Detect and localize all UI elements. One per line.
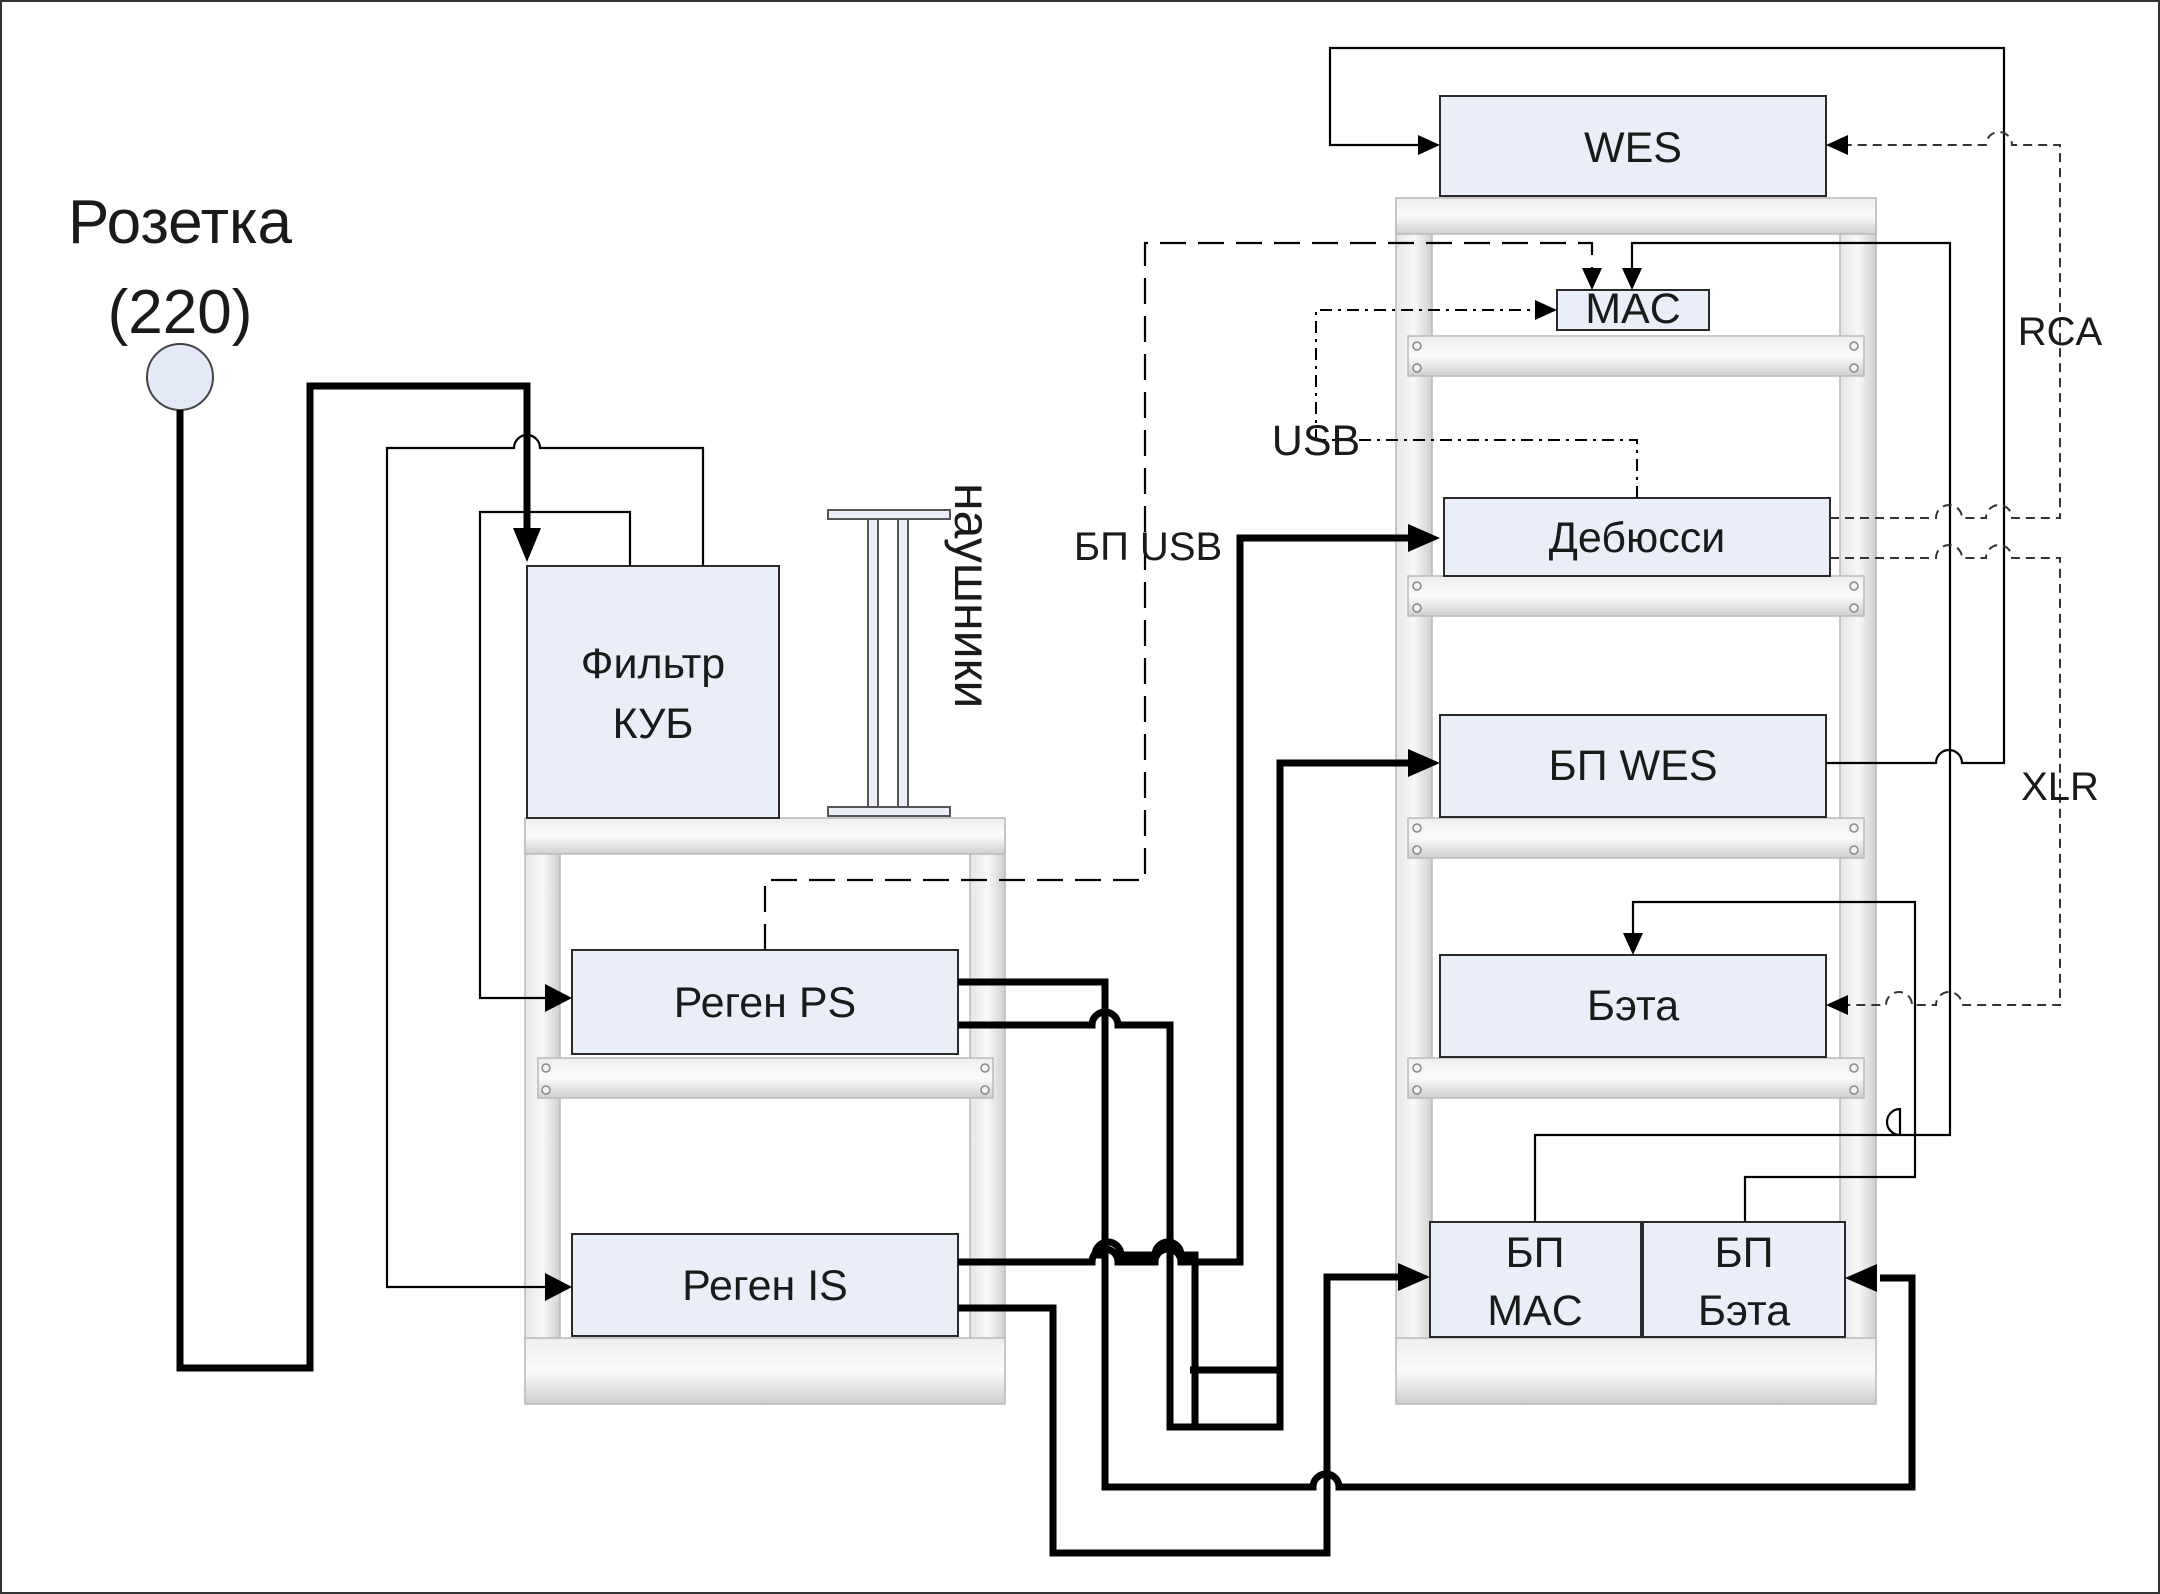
filter-out-to-regen-is xyxy=(385,433,705,1289)
wes-box xyxy=(1439,95,1827,197)
usb-data-line xyxy=(1315,309,1638,498)
beta-label: Бэта xyxy=(1587,982,1679,1030)
bp-beta-label-line2: Бэта xyxy=(1698,1287,1790,1335)
filter-label-line1: Фильтр xyxy=(581,640,725,688)
power-line-regen-ps-to-bp-beta-bottom xyxy=(1101,1255,1916,1491)
bp-mac-box xyxy=(1429,1221,1642,1338)
filter-out-to-regen-ps xyxy=(478,510,632,1000)
arrow-wes-rca xyxy=(1826,135,1848,155)
socket-icon xyxy=(146,343,214,411)
rca-line xyxy=(1830,131,2061,519)
power-line-socket-filter xyxy=(176,382,531,1372)
power-line-regen-is-to-bp-usb xyxy=(958,534,1408,1266)
socket-label-line2: (220) xyxy=(108,278,253,347)
arrow-bp-beta-in xyxy=(1845,1264,1877,1292)
beta-box xyxy=(1439,954,1827,1058)
usb-label: USB xyxy=(1272,417,1360,465)
bp-wes-label: БП WES xyxy=(1548,742,1717,790)
power-line-regen-ps-to-bp-beta xyxy=(958,759,1408,1431)
bp-wes-box xyxy=(1439,714,1827,818)
bp-beta-label-line1: БП xyxy=(1714,1229,1773,1277)
headphone-stand xyxy=(827,509,951,817)
filter-kub-box xyxy=(526,565,780,819)
bp-mac-label-line2: MAC xyxy=(1487,1287,1583,1335)
left-rack xyxy=(524,817,1006,1405)
arrow-bp-mac-in xyxy=(1398,1263,1430,1291)
arrow-bp-usb-in xyxy=(1408,524,1440,552)
debussy-label: Дебюсси xyxy=(1549,514,1725,562)
xlr-label: XLR xyxy=(2021,765,2099,809)
arrow-mac-bp xyxy=(1622,268,1642,290)
headphones-label: наушники xyxy=(944,483,1000,708)
bp-wes-to-wes-line xyxy=(1328,46,2006,765)
bp-usb-label: БП USB xyxy=(1074,525,1222,569)
arrow-filter-in xyxy=(513,528,541,562)
rca-label: RCA xyxy=(2018,310,2103,354)
mac-label: MAC xyxy=(1585,285,1681,333)
arrow-regen-is-in xyxy=(545,1273,572,1301)
usb-power-line-to-mac xyxy=(763,241,1594,950)
regen-ps-label: Реген PS xyxy=(674,979,856,1027)
regen-is-label: Реген IS xyxy=(682,1262,848,1310)
arrow-beta-xlr xyxy=(1826,995,1848,1015)
bp-beta-to-beta-line xyxy=(1631,900,1917,1222)
bp-mac-label-line1: БП xyxy=(1505,1229,1564,1277)
power-line-regen-is-to-bp-mac xyxy=(958,1273,1398,1557)
regen-ps-box xyxy=(571,949,959,1055)
arrow-mac-usb-data xyxy=(1535,300,1557,320)
arrow-beta-in xyxy=(1623,933,1643,955)
socket-label-line1: Розетка xyxy=(68,188,292,257)
arrow-wes-in xyxy=(1418,135,1440,155)
xlr-line xyxy=(1830,544,2061,1006)
wes-label: WES xyxy=(1584,124,1682,172)
arrow-regen-ps-in xyxy=(545,984,572,1012)
filter-label-line2: КУБ xyxy=(612,700,693,748)
debussy-box xyxy=(1443,497,1831,577)
bp-beta-box xyxy=(1642,1221,1846,1338)
bp-mac-to-mac-line xyxy=(1533,241,1952,1222)
arrow-mac-usb-power xyxy=(1582,268,1602,290)
regen-is-box xyxy=(571,1233,959,1337)
arrow-bp-wes-in xyxy=(1408,749,1440,777)
